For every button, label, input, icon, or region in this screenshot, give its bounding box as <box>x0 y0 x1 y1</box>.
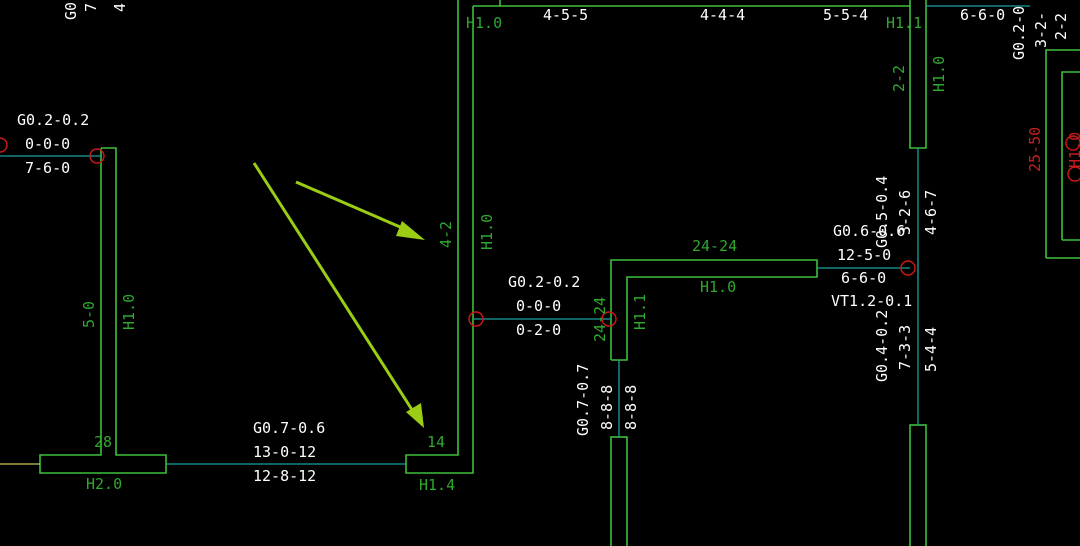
bottom-beam-a: 13-0-12 <box>253 443 316 461</box>
lower-column-outline <box>610 436 628 546</box>
top-right-g02: G0.2-0 <box>1010 6 1028 60</box>
node-circle-right[interactable] <box>900 260 916 276</box>
node-circle-edge[interactable] <box>0 137 8 153</box>
node-circle-far-right-2[interactable] <box>1067 166 1080 182</box>
top-seq-455: 4-5-5 <box>543 6 588 24</box>
l-wall-h-top: H1.0 <box>700 278 736 296</box>
right-node-b: 6-6-0 <box>841 269 886 287</box>
left-wall-h-label: H1.0 <box>120 294 138 330</box>
left-node-a: 0-0-0 <box>25 135 70 153</box>
node-circle-l-wall[interactable] <box>601 311 617 327</box>
arrow-upper-shaft <box>295 180 415 235</box>
center-node-b: 0-2-0 <box>516 321 561 339</box>
node-circle-left[interactable] <box>89 148 105 164</box>
left-wall-side-label: 5-0 <box>80 301 98 328</box>
lower-col-b: 8-8-8 <box>622 385 640 430</box>
left-wall-h20: H2.0 <box>86 475 122 493</box>
arrow-lower-shaft <box>252 162 418 417</box>
top-label-7: 7 <box>82 3 100 12</box>
lower-col-g: G0.7-0.7 <box>574 364 592 436</box>
left-wall-outline <box>39 147 167 474</box>
right-upper-col-h: H1.0 <box>930 56 948 92</box>
l-wall-outline <box>610 259 818 361</box>
top-h10-label: H1.0 <box>466 14 502 32</box>
node-circle-center[interactable] <box>468 311 484 327</box>
bottom-beam-14: 14 <box>427 433 445 451</box>
left-node-g: G0.2-0.2 <box>17 111 89 129</box>
right-upper-col-side: 2-2 <box>890 65 908 92</box>
top-label-g0: G0 <box>62 2 80 20</box>
l-wall-top-label: 24-24 <box>692 237 737 255</box>
left-node-b: 7-6-0 <box>25 159 70 177</box>
center-node-g: G0.2-0.2 <box>508 273 580 291</box>
far-right-inner-outline <box>1061 71 1080 240</box>
right-node-a: 12-5-0 <box>837 246 891 264</box>
top-seq-444: 4-4-4 <box>700 6 745 24</box>
right-node-rot-b: 4-6-7 <box>922 190 940 235</box>
l-wall-h-side: H1.1 <box>631 294 649 330</box>
bottom-beam-h14: H1.4 <box>419 476 455 494</box>
bottom-beam-g: G0.7-0.6 <box>253 419 325 437</box>
top-beam-outline <box>499 0 911 7</box>
arrow-upper-head <box>396 221 425 240</box>
right-node-rot-a: 3-2-6 <box>896 190 914 235</box>
right-col-lower-b: 5-4-4 <box>922 327 940 372</box>
right-col-lower-g: G0.4-0.2 <box>873 310 891 382</box>
center-node-a: 0-0-0 <box>516 297 561 315</box>
left-wall-28: 28 <box>94 433 112 451</box>
right-node-g: G0.6-0.6 <box>833 222 905 240</box>
l-wall-side-label: 24-24 <box>591 297 609 342</box>
right-node-rot-g: G0.5-0.4 <box>873 176 891 248</box>
top-label-4: 4 <box>111 3 129 12</box>
top-h11-label: H1.1 <box>886 14 922 32</box>
node-circle-far-right[interactable] <box>1065 135 1080 151</box>
far-right-red-label: 25-50 <box>1026 127 1044 172</box>
bottom-beam-b: 12-8-12 <box>253 467 316 485</box>
right-col-lower-a: 7-3-3 <box>896 325 914 370</box>
right-node-vt: VT1.2-0.1 <box>831 292 912 310</box>
top-seq-554: 5-5-4 <box>823 6 868 24</box>
center-wall-h-label: H1.0 <box>478 214 496 250</box>
arrow-lower-head <box>406 403 424 428</box>
top-seq-660: 6-6-0 <box>960 6 1005 24</box>
right-lower-column-outline <box>909 424 927 546</box>
far-right-box-outline <box>1045 49 1080 258</box>
top-right-32: 3-2- <box>1032 12 1050 48</box>
top-right-22: 2-2 <box>1052 13 1070 40</box>
far-right-red-h: H1.0 <box>1066 132 1080 168</box>
center-wall-side-label: 4-2 <box>437 221 455 248</box>
lower-col-a: 8-8-8 <box>598 385 616 430</box>
